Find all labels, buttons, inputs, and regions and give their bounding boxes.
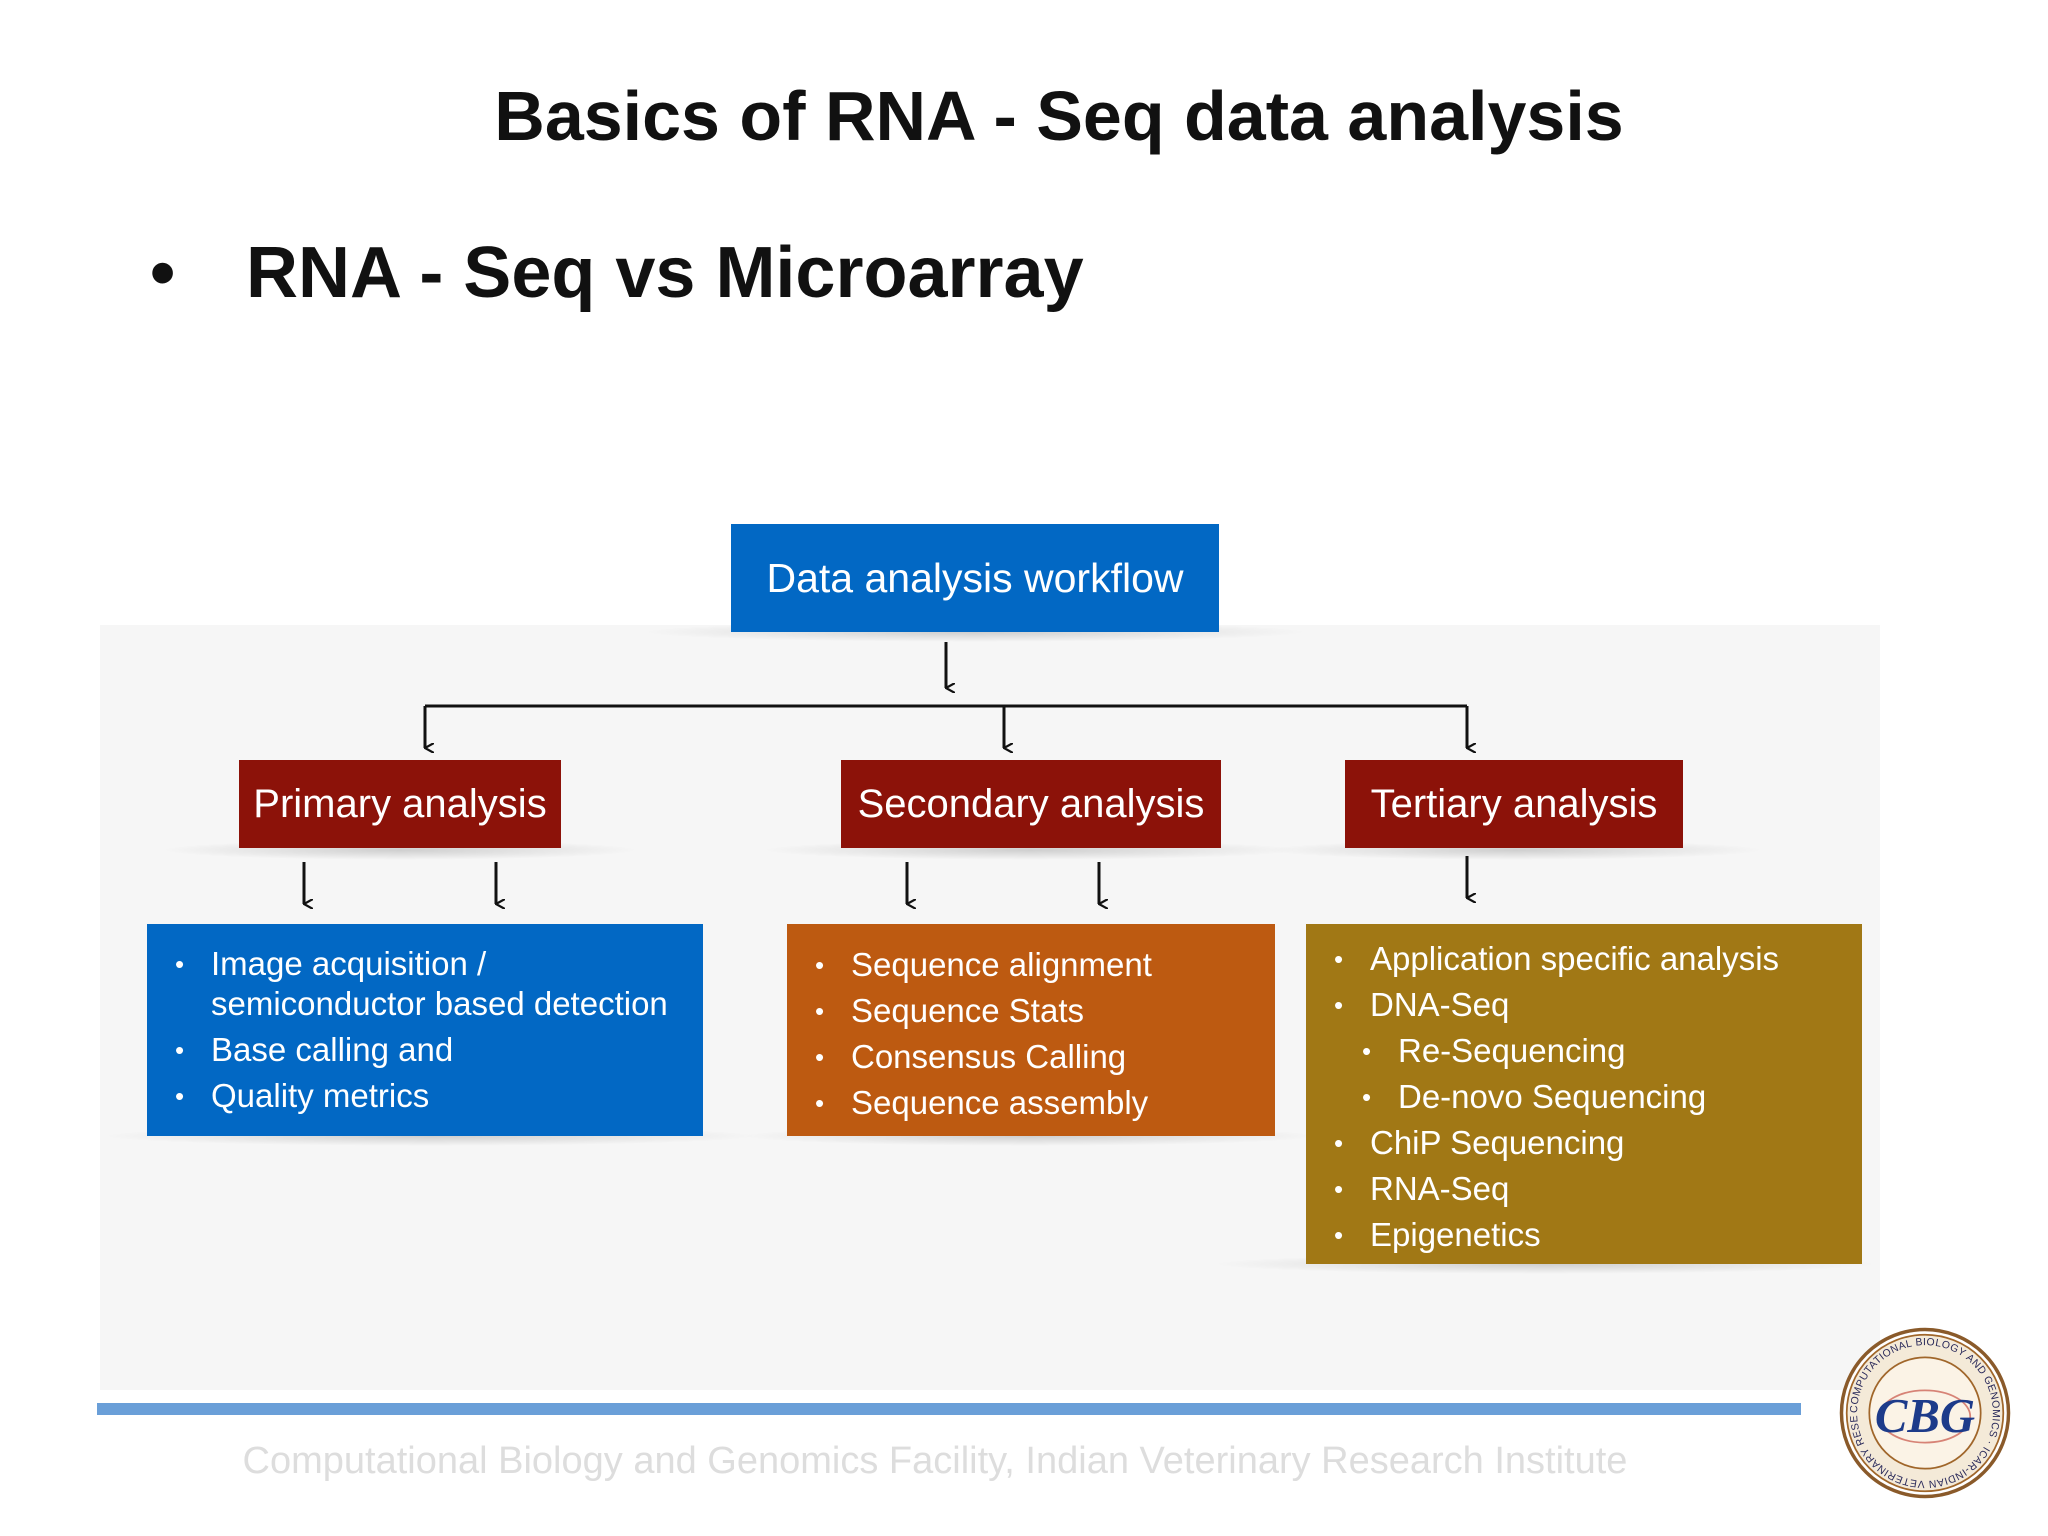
bullet-heading: RNA - Seq vs Microarray [246,233,1084,313]
detail-list-item: • ChiP Sequencing [1306,1120,1862,1166]
detail-item-text: DNA-Seq [1370,986,1510,1023]
detail-item-text: Quality metrics [211,1077,430,1114]
primary-analysis-box: Primary analysis [239,760,561,848]
detail-list-item: • Sequence alignment [787,942,1275,988]
bullet-marker: • [1334,1174,1344,1204]
detail-list-item: • Base calling and [147,1030,703,1070]
bullet-marker: • [175,949,185,979]
logo-monogram: CBG [1875,1389,1975,1443]
detail-list-item: • Epigenetics [1306,1212,1862,1258]
detail-list-item: • Image acquisition / semiconductor based… [147,944,703,1024]
detail-item-text: Sequence assembly [851,1084,1149,1121]
detail-item-text: Sequence alignment [851,946,1152,983]
bullet-marker: • [815,996,825,1026]
detail-item-text: Application specific analysis [1370,940,1780,977]
cbg-logo: COMPUTATIONAL BIOLOGY AND GENOMICS · ICA… [1838,1326,2011,1499]
workflow-root-box: Data analysis workflow [731,524,1219,632]
detail-item-text: Epigenetics [1370,1216,1541,1253]
detail-list-item: • DNA-Seq [1306,982,1862,1028]
secondary-details-box: • Sequence alignment • Sequence Stats • Conse… [787,924,1275,1136]
bullet-marker: • [1334,990,1344,1020]
footer-text: Computational Biology and Genomics Facil… [242,1440,1628,1482]
detail-list-item: • De-novo Sequencing [1306,1074,1862,1120]
bullet-marker: • [1334,944,1344,974]
detail-item-text: Consensus Calling [851,1038,1127,1075]
detail-item-text: Sequence Stats [851,992,1084,1029]
primary-details-box: • Image acquisition / semiconductor based… [147,924,703,1136]
detail-list-item: • RNA-Seq [1306,1166,1862,1212]
bullet-marker: • [1334,1220,1344,1250]
bullet-marker: • [815,950,825,980]
detail-list-item: • Consensus Calling [787,1034,1275,1080]
bullet-marker: • [815,1042,825,1072]
detail-list-item: • Re-Sequencing [1306,1028,1862,1074]
footer-divider [97,1403,1801,1415]
detail-list-item: • Quality metrics [147,1076,703,1116]
bullet-marker: • [1334,1128,1344,1158]
tertiary-analysis-box: Tertiary analysis [1345,760,1683,848]
bullet-marker: • [150,233,176,313]
bullet-marker: • [1362,1082,1372,1112]
slide-title: Basics of RNA - Seq data analysis [494,77,1624,155]
secondary-analysis-box: Secondary analysis [841,760,1221,848]
bullet-marker: • [815,1088,825,1118]
detail-list-item: • Application specific analysis [1306,936,1862,982]
bullet-marker: • [175,1035,185,1065]
detail-item-text: Image acquisition / semiconductor based … [211,945,668,1022]
detail-list-item: • Sequence Stats [787,988,1275,1034]
tertiary-details-box: • Application specific analysis • DNA-Seq • R… [1306,924,1862,1264]
detail-item-text: Re-Sequencing [1398,1032,1626,1069]
detail-item-text: Base calling and [211,1031,454,1068]
detail-list-item: • Sequence assembly [787,1080,1275,1126]
detail-item-text: ChiP Sequencing [1370,1124,1625,1161]
bullet-marker: • [1362,1036,1372,1066]
bullet-marker: • [175,1081,185,1111]
detail-item-text: RNA-Seq [1370,1170,1510,1207]
detail-item-text: De-novo Sequencing [1398,1078,1707,1115]
